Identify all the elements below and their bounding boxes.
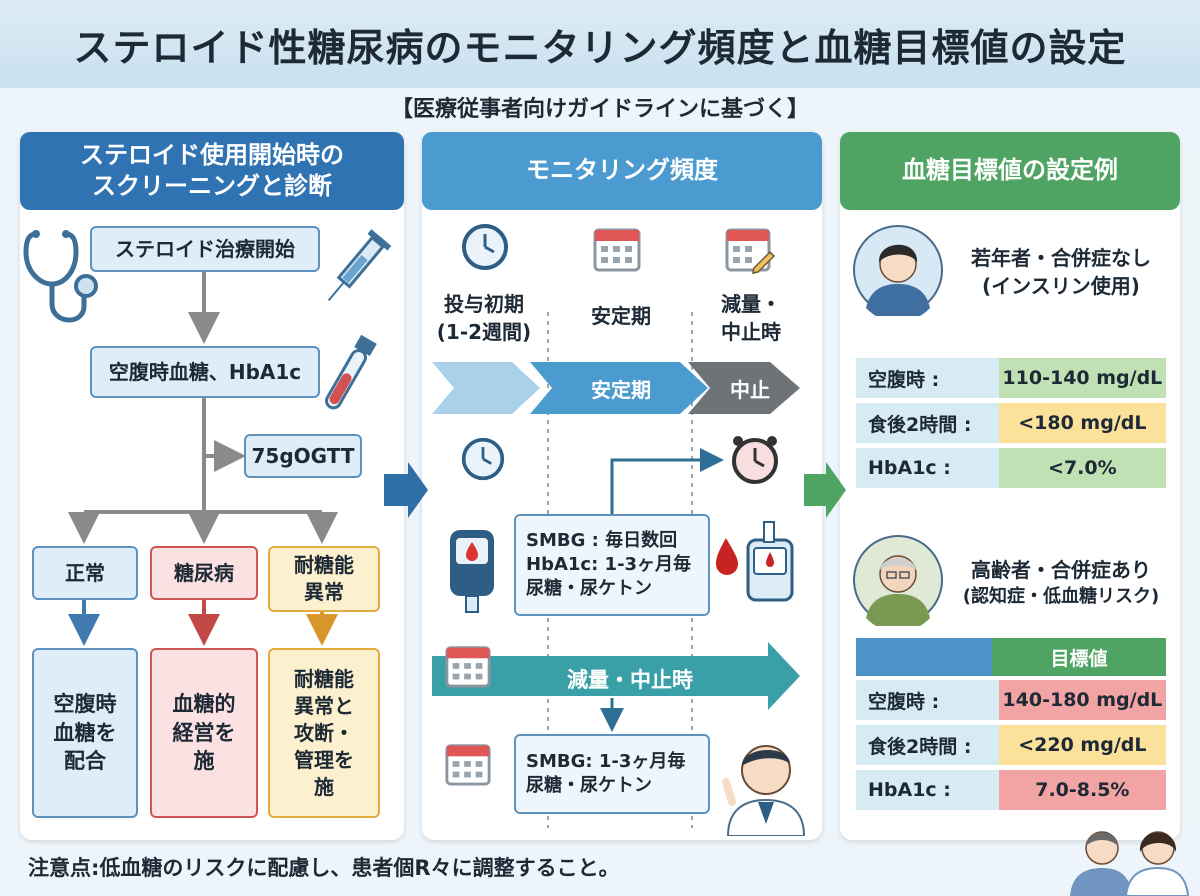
outcome-diabetes: 糖尿病 (150, 546, 258, 600)
elderly-target-table: 目標値 空腹時 : 140-180 mg/dL 食後2時間 : <220 mg/… (856, 638, 1166, 810)
medical-staff-icon (1070, 831, 1190, 896)
page-subtitle: 【医療従事者向けガイドラインに基づく】 (390, 97, 809, 122)
young-patient-avatar (853, 225, 943, 316)
young-patient-label-1: 若年者・合併症なし (971, 246, 1151, 270)
table-row: 空腹時 : 140-180 mg/dL (856, 680, 1166, 720)
panel-arrow-2 (804, 462, 846, 518)
monitoring-taper-box: SMBG: 1-3ヶ月毎 尿糖・尿ケトン (514, 734, 710, 814)
stable-arrow-label: 安定期 (591, 378, 651, 402)
action-normal: 空腹時 血糖を 配合 (32, 648, 138, 818)
action-diabetes: 血糖的 経営を 施 (150, 648, 258, 818)
phase-arrow-stop (688, 362, 800, 414)
table-row: HbA1c : <7.0% (856, 448, 1166, 488)
outcome-igt: 耐糖能 異常 (268, 546, 380, 612)
elderly-patient-label: 高齢者・合併症あり (認知症・低血糖リスク) (946, 556, 1176, 609)
target-header: 血糖目標値の設定例 (840, 132, 1180, 210)
young-patient-label: 若年者・合併症なし (インスリン使用) (946, 244, 1176, 300)
phase-initial-label: 投与初期 (1-2週間) (436, 292, 532, 344)
table-row: 食後2時間 : <220 mg/dL (856, 725, 1166, 765)
young-target-table: 空腹時 : 110-140 mg/dL 食後2時間 : <180 mg/dL H… (856, 358, 1166, 488)
page-title: ステロイド性糖尿病のモニタリング頻度と血糖目標値の設定 (0, 0, 1200, 88)
caution-note: 注意点:低血糖のリスクに配慮し、患者個R々に調整すること。 (28, 856, 620, 880)
stethoscope-icon (23, 230, 98, 323)
monitoring-header: モニタリング頻度 (422, 132, 822, 210)
blood-tube-icon (325, 334, 377, 410)
panel-arrow-1 (384, 462, 428, 518)
fasting-glucose-hba1c-box: 空腹時血糖、HbA1c (90, 346, 320, 398)
calendar-edit-icon (725, 228, 776, 274)
action-igt: 耐糖能 異常と 攻断・ 管理を 施 (268, 648, 380, 818)
table-row: 食後2時間 : <180 mg/dL (856, 403, 1166, 443)
taper-arrow-label: 減量・中止時 (567, 668, 693, 692)
phase-arrow-initial (432, 362, 540, 414)
young-patient-label-2: (インスリン使用) (982, 274, 1140, 298)
syringe-icon (327, 229, 392, 302)
steroid-start-box: ステロイド治療開始 (90, 226, 320, 272)
taper-arrow-shape (432, 642, 800, 710)
blood-drop-meter-icon (716, 521, 794, 602)
phase-stable-label: 安定期 (591, 304, 651, 328)
glucose-meter-icon (450, 530, 494, 613)
elderly-patient-label-1: 高齢者・合併症あり (971, 558, 1151, 582)
screening-header: ステロイド使用開始時の スクリーニングと診断 (20, 132, 404, 210)
table-row: 空腹時 : 110-140 mg/dL (856, 358, 1166, 398)
screening-header-line2: スクリーニングと診断 (92, 172, 332, 200)
monitoring-initial-box: SMBG : 毎日数回 HbA1c: 1-3ヶ月毎 尿糖・尿ケトン (514, 514, 710, 616)
ogtt-box: 75gOGTT (244, 434, 362, 478)
outcome-normal: 正常 (32, 546, 138, 600)
calendar-icon-3 (445, 744, 491, 786)
table-row: HbA1c : 7.0-8.5% (856, 770, 1166, 810)
screening-header-line1: ステロイド使用開始時の (80, 140, 344, 169)
calendar-icon-2 (445, 646, 491, 688)
clock-icon-2 (461, 437, 505, 481)
stop-arrow-label: 中止 (730, 378, 770, 402)
clock-icon (462, 224, 508, 270)
table-header-row: 目標値 (856, 638, 1166, 676)
elderly-patient-avatar (853, 535, 943, 626)
col-header-target: 目標値 (992, 638, 1166, 676)
phase-arrow-stable (530, 362, 708, 414)
elderly-patient-label-2: (認知症・低血糖リスク) (962, 586, 1160, 607)
phase-taper-label: 減量・ 中止時 (721, 292, 781, 344)
doctor-icon (722, 745, 806, 836)
calendar-icon (593, 228, 641, 272)
alarm-clock-icon (732, 436, 778, 484)
